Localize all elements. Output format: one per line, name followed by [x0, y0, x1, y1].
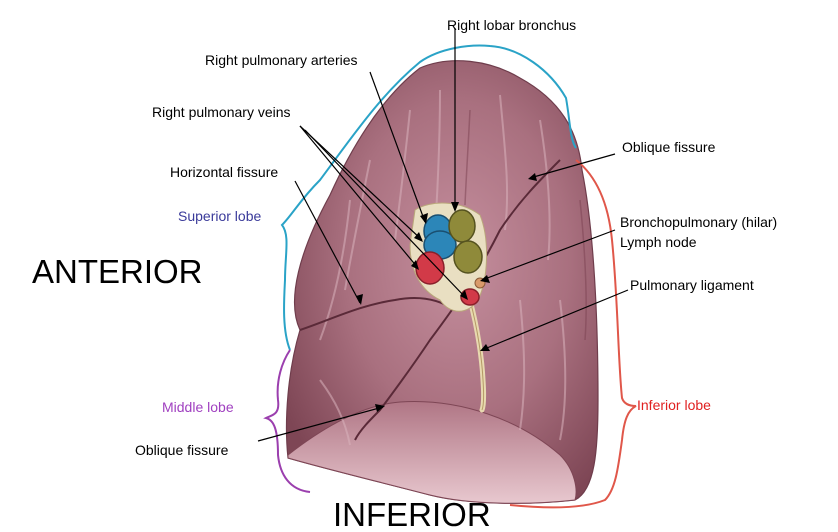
- label-right-lobar-bronchus: Right lobar bronchus: [447, 17, 576, 33]
- label-bronchopulmonary-line2: Lymph node: [620, 234, 697, 250]
- superior-lobe-bracket: [280, 44, 577, 351]
- hilum: [409, 202, 487, 312]
- label-right-pulmonary-veins: Right pulmonary veins: [152, 104, 291, 120]
- middle-lobe-bracket: [263, 349, 311, 493]
- label-inferior: INFERIOR: [333, 496, 491, 532]
- oblique-fissure-line: [354, 159, 561, 441]
- label-pulmonary-ligament: Pulmonary ligament: [630, 277, 754, 293]
- right-lobar-bronchus: [448, 209, 476, 243]
- label-bronchopulmonary-line1: Bronchopulmonary (hilar): [620, 214, 777, 230]
- label-inferior-lobe: Inferior lobe: [637, 397, 711, 413]
- label-anterior: ANTERIOR: [32, 253, 203, 290]
- inferior-lobe-bracket: [509, 159, 637, 509]
- label-superior-lobe: Superior lobe: [178, 208, 261, 224]
- label-middle-lobe: Middle lobe: [162, 399, 234, 415]
- leader-lines: [257, 28, 629, 442]
- label-right-pulmonary-arteries: Right pulmonary arteries: [205, 52, 358, 68]
- label-oblique-fissure-lower: Oblique fissure: [135, 442, 229, 458]
- horizontal-fissure-line: [299, 297, 456, 331]
- label-horizontal-fissure: Horizontal fissure: [170, 164, 278, 180]
- diaphragmatic-surface: [287, 401, 577, 504]
- right-pulmonary-vein: [415, 251, 445, 285]
- label-oblique-fissure-upper: Oblique fissure: [622, 139, 716, 155]
